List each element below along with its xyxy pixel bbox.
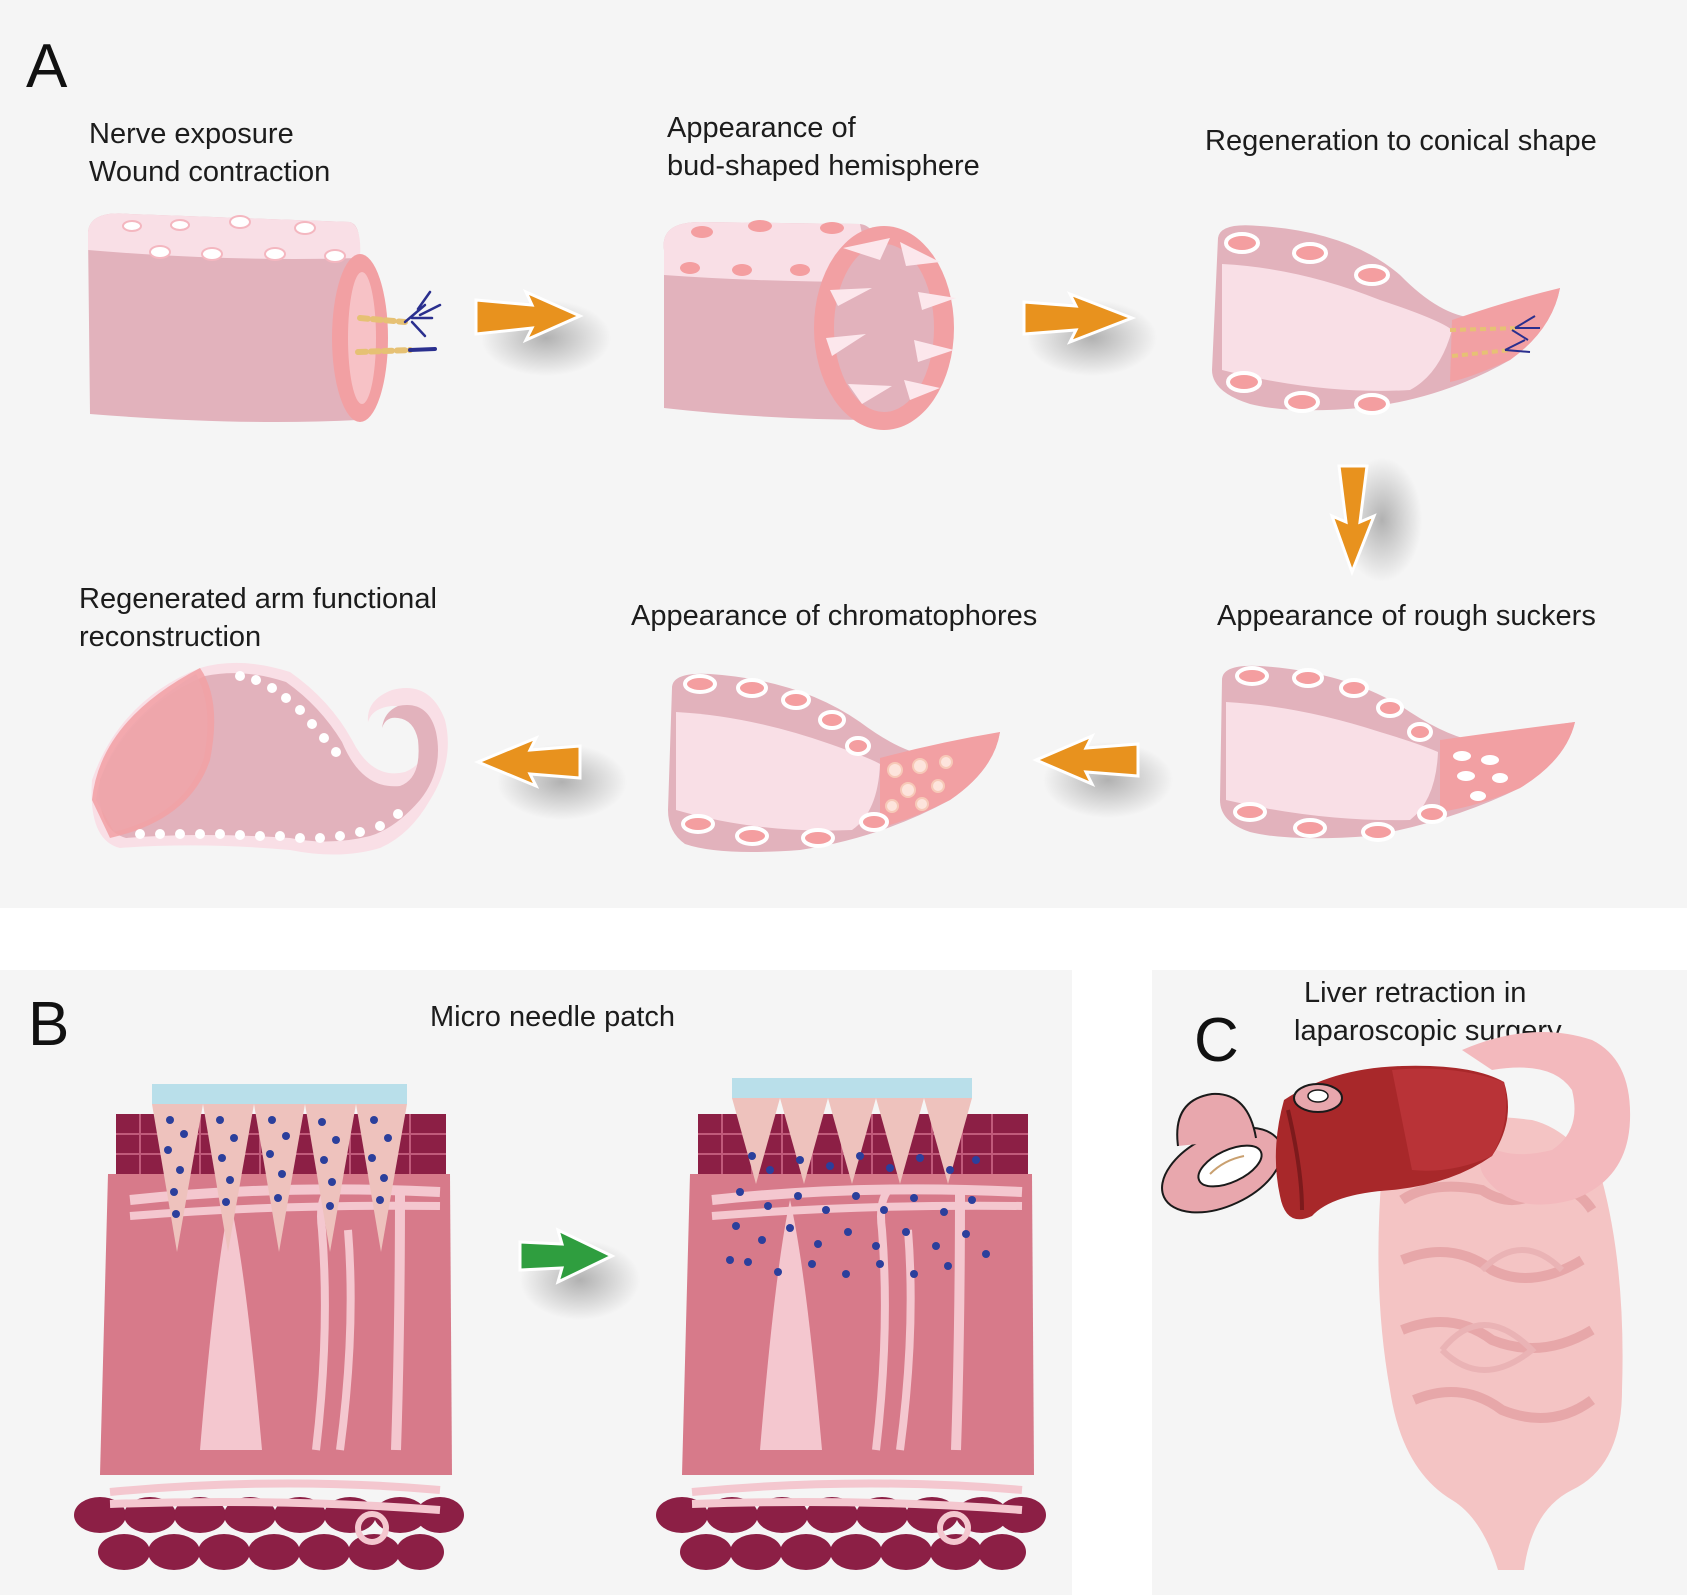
- stage2-arm-segment: [663, 220, 956, 430]
- liver-retractor-icon: [1161, 1092, 1283, 1214]
- step3-label: Regeneration to conical shape: [1205, 125, 1597, 157]
- panel-c-title-line1: Liver retraction in: [1304, 977, 1527, 1009]
- microneedle-backing-after: [732, 1078, 972, 1098]
- bud-hemisphere-icon: [826, 238, 956, 404]
- panel-b-title: Micro needle patch: [430, 1001, 676, 1033]
- nerve-fibers-icon: [355, 290, 442, 355]
- step5-label: Appearance of chromatophores: [631, 600, 1038, 632]
- step2-label-line1: Appearance of: [667, 112, 856, 144]
- panel-a-art: [88, 213, 1575, 855]
- skin-before-application: [74, 1084, 464, 1570]
- step6-label-line1: Regenerated arm functional: [79, 583, 437, 615]
- panel-b: B Micro needle patch: [0, 970, 1072, 1595]
- stage4-arm-cone: [1220, 665, 1575, 842]
- placed-retractor-icon: [1293, 1083, 1343, 1113]
- stage1-arm-segment: [88, 213, 442, 422]
- arrow-right-icon-2: [1022, 291, 1157, 376]
- panel-b-art: [74, 1078, 1046, 1570]
- arrow-right-icon-1: [474, 289, 611, 376]
- skin-after-application: [656, 1078, 1046, 1570]
- stage5-arm-cone: [668, 673, 1000, 852]
- step1-label-line2: Wound contraction: [89, 156, 331, 188]
- panel-c-art: [1161, 1032, 1631, 1570]
- panel-a-letter: A: [26, 32, 68, 101]
- step1-label-line1: Nerve exposure: [89, 118, 294, 150]
- step2-label-line2: bud-shaped hemisphere: [667, 150, 980, 182]
- panel-c-letter: C: [1194, 1006, 1239, 1075]
- arrow-right-icon-green: [518, 1227, 640, 1320]
- liver-icon: [1275, 1065, 1508, 1220]
- stage6-regenerated-arm: [91, 662, 448, 855]
- released-drug-dots: [726, 1152, 990, 1278]
- chromatophores-icon: [885, 755, 953, 813]
- arrow-left-icon-1: [1032, 733, 1173, 818]
- step4-label: Appearance of rough suckers: [1217, 600, 1596, 632]
- stomach-icon: [1462, 1032, 1631, 1205]
- panel-c: C Liver retraction in laparoscopic surge…: [1152, 970, 1687, 1595]
- stage3-arm-cone: [1212, 225, 1560, 415]
- microneedle-backing: [152, 1084, 407, 1104]
- arrow-down-icon: [1329, 458, 1422, 582]
- panel-b-letter: B: [28, 990, 70, 1059]
- panel-a: A Nerve exposure Wound contraction Appea…: [26, 32, 1597, 855]
- arrow-left-icon-2: [474, 735, 627, 820]
- step6-label-line2: reconstruction: [79, 621, 262, 653]
